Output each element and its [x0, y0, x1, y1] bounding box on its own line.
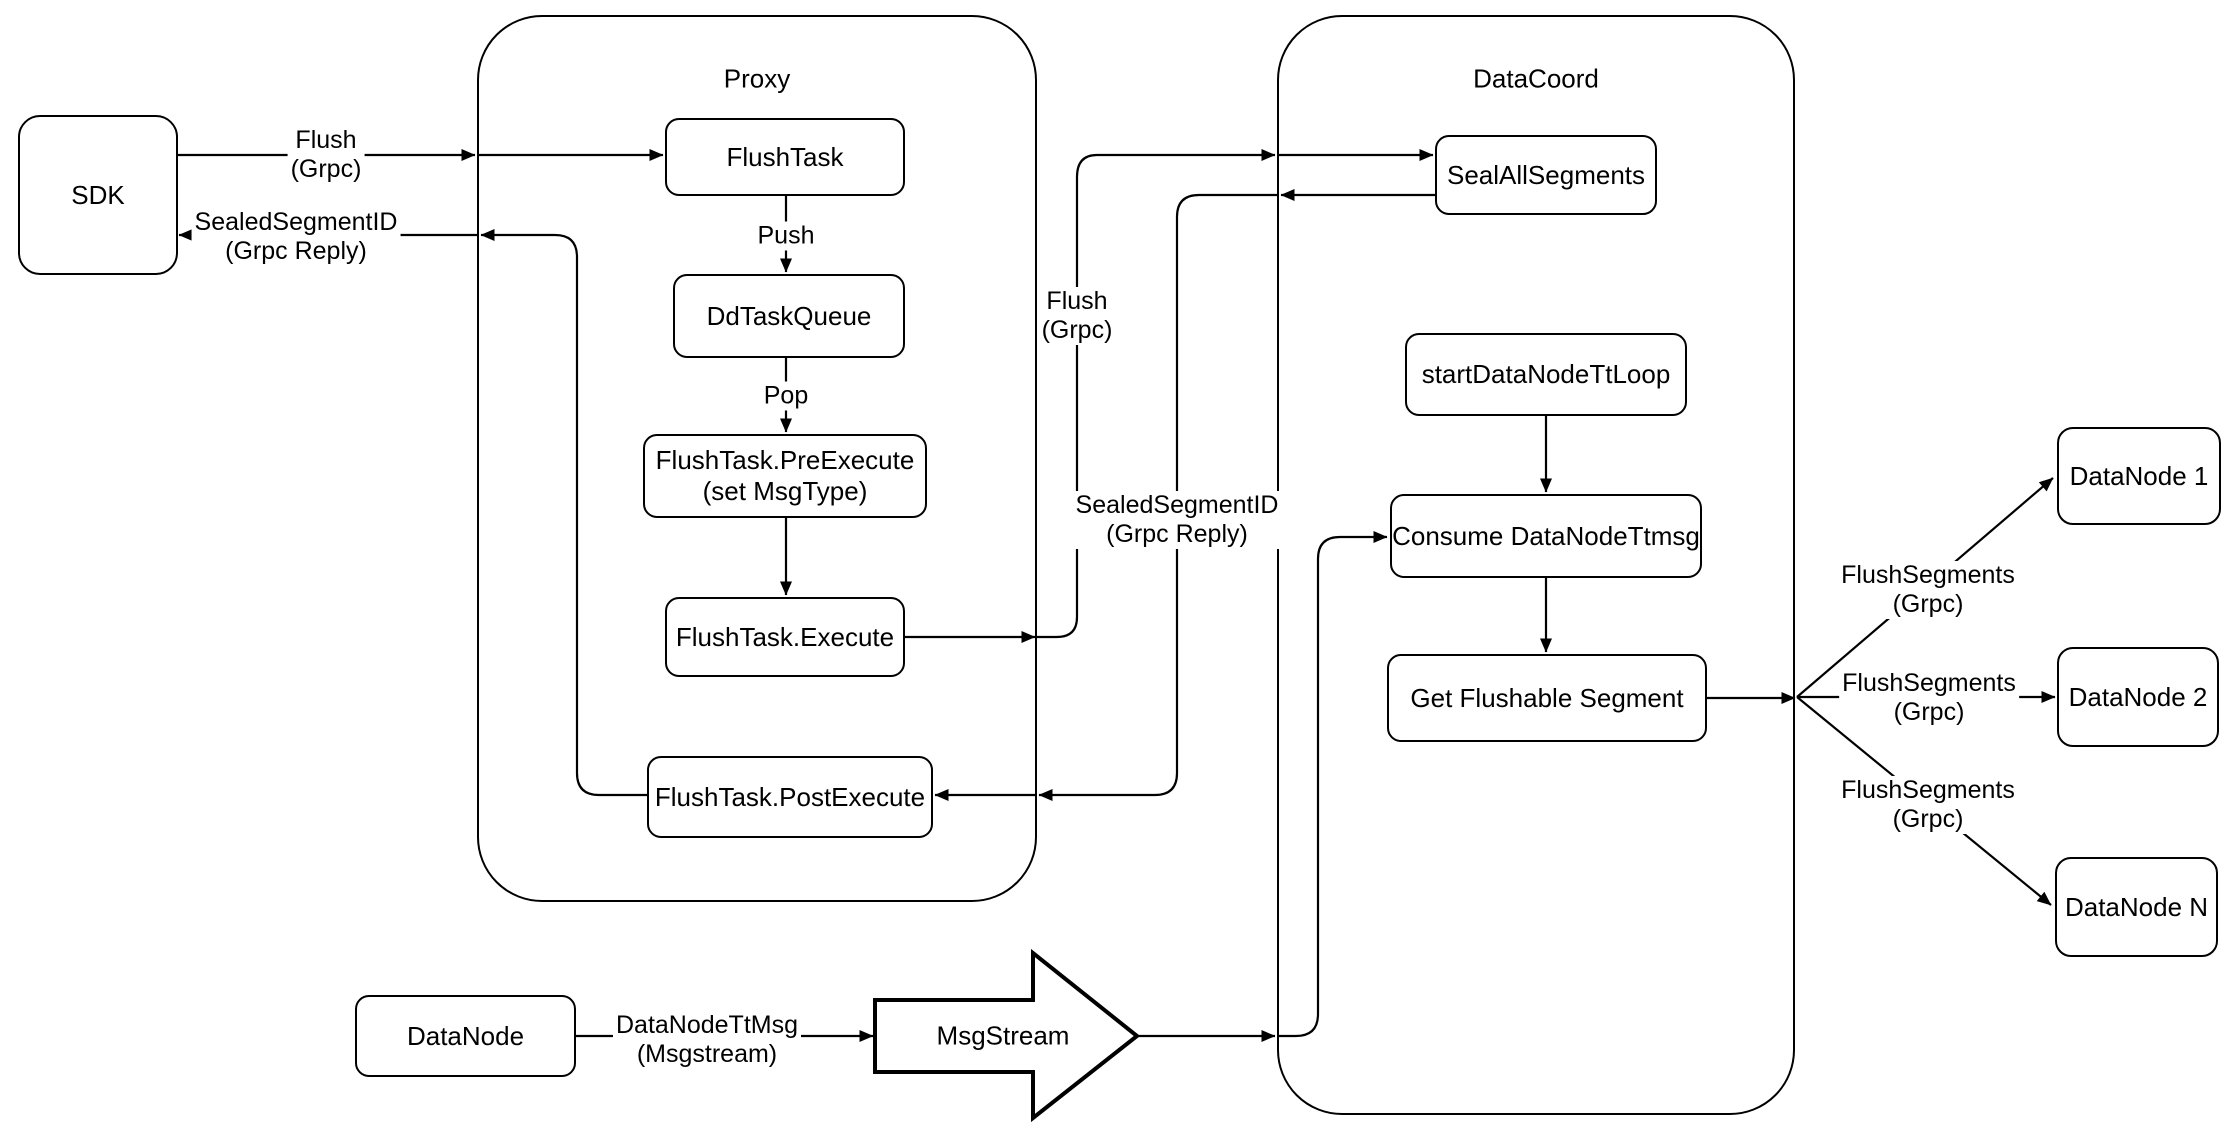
pop-label: Pop: [760, 381, 812, 411]
edge-flush-grpc-up: [1037, 149, 1276, 639]
proxy-container-title: Proxy: [723, 63, 791, 94]
flushsegments-label-3: FlushSegments (Grpc): [1838, 776, 2018, 834]
flushsegments-label-2: FlushSegments (Grpc): [1839, 669, 2019, 727]
proxy-container: [477, 15, 1037, 902]
flush-grpc-label-sdk: Flush (Grpc): [287, 126, 365, 184]
sealedsegmentid-label-mid: SealedSegmentID (Grpc Reply): [1072, 491, 1282, 549]
sdk-node: SDK: [18, 115, 178, 275]
sealedsegmentid-label-sdk: SealedSegmentID (Grpc Reply): [191, 208, 401, 266]
consume-datanodettmsg-node: Consume DataNodeTtmsg: [1390, 494, 1702, 578]
msgstream-label: MsgStream: [936, 1020, 1070, 1051]
datanode-bottom-node: DataNode: [355, 995, 576, 1077]
datanode1-node: DataNode 1: [2057, 427, 2221, 525]
flushtask-preexecute-node: FlushTask.PreExecute (set MsgType): [643, 434, 927, 518]
flushtask-node: FlushTask: [665, 118, 905, 196]
sealallsegments-node: SealAllSegments: [1435, 135, 1657, 215]
startdatanodettloop-node: startDataNodeTtLoop: [1405, 333, 1687, 416]
ddtaskqueue-node: DdTaskQueue: [673, 274, 905, 358]
push-label: Push: [754, 221, 818, 251]
flush-grpc-label-mid: Flush (Grpc): [1038, 287, 1116, 345]
flushtask-postexecute-node: FlushTask.PostExecute: [647, 756, 933, 838]
datanode2-node: DataNode 2: [2057, 647, 2219, 747]
flushsegments-label-1: FlushSegments (Grpc): [1838, 561, 2018, 619]
datacoord-container-title: DataCoord: [1473, 63, 1599, 94]
flushtask-execute-node: FlushTask.Execute: [665, 597, 905, 677]
datanodettmsg-label: DataNodeTtMsg (Msgstream): [612, 1011, 802, 1069]
get-flushable-segment-node: Get Flushable Segment: [1387, 654, 1707, 742]
datanoden-node: DataNode N: [2055, 857, 2218, 957]
